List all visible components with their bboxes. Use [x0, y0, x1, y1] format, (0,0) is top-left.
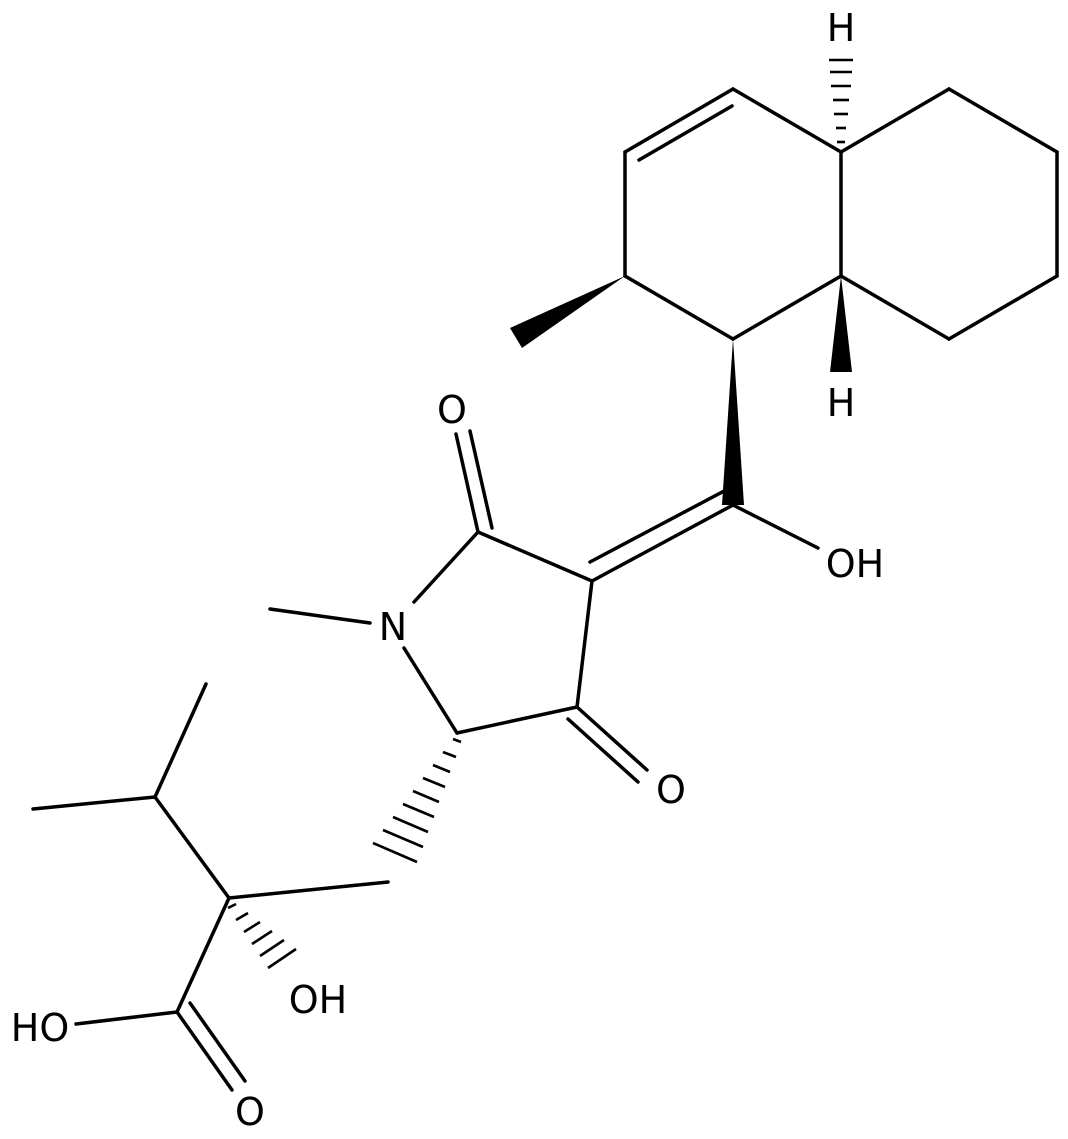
atom-label-ketone-lower: O — [656, 768, 686, 812]
bond — [412, 530, 480, 604]
atom-label-acid-oh: HO — [11, 1006, 69, 1050]
bond — [623, 274, 735, 341]
bond — [839, 274, 951, 341]
bond — [455, 705, 579, 735]
atom-label-enol-oh: OH — [826, 542, 884, 586]
atom-label-tertiary-oh: OH — [289, 978, 347, 1022]
double-bond-exocyclic-outer — [590, 503, 735, 583]
atom-label-h-bottom: H — [827, 381, 856, 425]
wedge-bond-h-bottom — [830, 276, 852, 372]
wedge-bond-to-enol-carbon — [722, 339, 744, 505]
double-bond-inner — [637, 104, 734, 162]
bond-ch2-quaternary-c — [227, 880, 390, 900]
bond — [947, 87, 1059, 154]
bond-n-methyl — [268, 607, 372, 625]
bond — [731, 87, 843, 154]
bond-isopropyl-methyl-a — [153, 682, 208, 799]
atom-label-h-top: H — [827, 6, 856, 50]
bond — [839, 87, 951, 154]
atom-label-nitrogen: N — [379, 605, 407, 649]
pyrrolidinedione-ring — [402, 530, 594, 735]
atom-label-acid-carbonyl: O — [235, 1090, 265, 1134]
bond — [575, 579, 594, 709]
bond-quaternary-c-carboxyl-c — [175, 896, 231, 1014]
bond-isopropyl-methyl-b — [31, 795, 157, 811]
double-bond-carboxyl-b — [188, 1001, 247, 1083]
double-bond-carbonyl-upper-b — [468, 429, 494, 530]
bond-carboxyl-c-oh — [74, 1010, 179, 1026]
hashed-bond-c5-ch2 — [372, 737, 462, 864]
bond — [731, 274, 843, 341]
bond-quaternary-c-isopropyl-ch — [153, 795, 231, 900]
bond — [402, 646, 459, 735]
bond — [947, 274, 1059, 341]
hashed-bond-tertiary-oh — [227, 902, 297, 970]
decalin-right-ring — [839, 87, 1059, 341]
methyl-wedge-bond — [510, 276, 625, 348]
decalin-left-ring — [623, 87, 843, 341]
bond — [476, 530, 594, 583]
hashed-bond-h-top — [829, 58, 853, 144]
double-bond-exocyclic-inner — [588, 488, 728, 564]
double-bond-carboxyl-a — [175, 1010, 234, 1092]
double-bond-carbonyl-lower-a — [575, 705, 649, 772]
double-bond-carbonyl-upper-a — [454, 432, 480, 534]
atom-label-ketone-upper: O — [437, 388, 467, 432]
double-bond-carbonyl-lower-b — [566, 717, 640, 784]
double-bond-outer — [623, 87, 735, 154]
bond-enol-c-oh — [731, 503, 820, 550]
